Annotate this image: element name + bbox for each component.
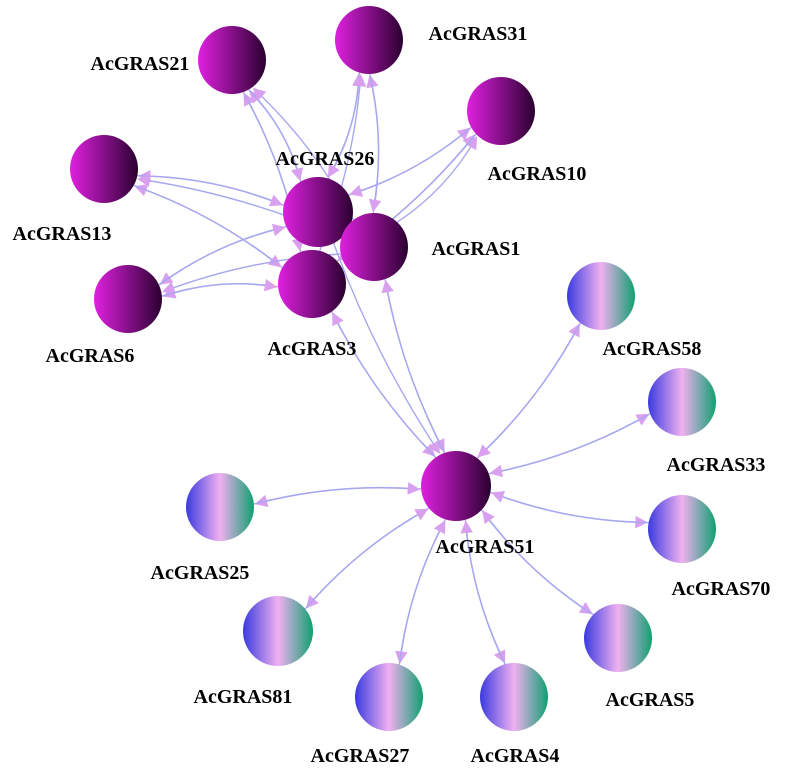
node-label-AcGRAS6: AcGRAS6 [46, 345, 135, 367]
edge-AcGRAS51-to-AcGRAS33 [488, 413, 650, 475]
node-AcGRAS81[interactable] [243, 596, 313, 666]
edge-AcGRAS6-to-AcGRAS26 [158, 223, 286, 286]
node-AcGRAS31[interactable] [335, 6, 403, 74]
node-label-AcGRAS3: AcGRAS3 [268, 338, 357, 360]
edge-AcGRAS31-to-AcGRAS1 [368, 73, 382, 213]
node-AcGRAS27[interactable] [355, 663, 423, 731]
node-label-AcGRAS58: AcGRAS58 [603, 338, 702, 360]
edge-AcGRAS13-to-AcGRAS3 [133, 184, 282, 268]
node-AcGRAS70[interactable] [648, 495, 716, 563]
edge-AcGRAS51-to-AcGRAS5 [480, 509, 593, 615]
node-label-AcGRAS5: AcGRAS5 [606, 689, 695, 711]
nodes [70, 6, 716, 731]
edges [133, 72, 651, 665]
edge-AcGRAS51-to-AcGRAS81 [305, 507, 430, 609]
node-label-AcGRAS33: AcGRAS33 [667, 454, 766, 476]
edge-AcGRAS25-to-AcGRAS51 [253, 482, 421, 505]
edge-AcGRAS13-to-AcGRAS26 [137, 175, 283, 207]
edge-AcGRAS26-to-AcGRAS13 [138, 169, 284, 206]
node-label-AcGRAS4: AcGRAS4 [471, 745, 560, 767]
edge-AcGRAS51-to-AcGRAS3 [332, 312, 437, 458]
edge-AcGRAS58-to-AcGRAS51 [477, 322, 582, 458]
node-label-AcGRAS13: AcGRAS13 [13, 223, 112, 245]
edge-AcGRAS51-to-AcGRAS58 [476, 323, 580, 459]
node-label-AcGRAS26: AcGRAS26 [276, 148, 375, 170]
edge-AcGRAS5-to-AcGRAS51 [482, 510, 594, 616]
edge-AcGRAS70-to-AcGRAS51 [491, 491, 649, 524]
node-AcGRAS25[interactable] [186, 473, 254, 541]
node-AcGRAS51[interactable] [421, 451, 491, 521]
edge-AcGRAS51-to-AcGRAS70 [490, 491, 648, 529]
edge-AcGRAS27-to-AcGRAS51 [398, 520, 446, 665]
node-label-AcGRAS1: AcGRAS1 [432, 238, 521, 260]
node-AcGRAS10[interactable] [467, 77, 535, 145]
edge-AcGRAS6-to-AcGRAS3 [161, 278, 278, 297]
edge-AcGRAS10-to-AcGRAS26 [349, 126, 472, 197]
edge-AcGRAS81-to-AcGRAS51 [304, 508, 429, 610]
edge-AcGRAS4-to-AcGRAS51 [460, 520, 506, 665]
node-label-AcGRAS10: AcGRAS10 [488, 163, 587, 185]
edge-AcGRAS26-to-AcGRAS6 [159, 225, 287, 285]
edge-AcGRAS51-to-AcGRAS1 [381, 279, 446, 454]
edge-AcGRAS26-to-AcGRAS51 [333, 243, 441, 455]
node-label-AcGRAS81: AcGRAS81 [194, 686, 293, 708]
node-AcGRAS3[interactable] [278, 250, 346, 318]
node-AcGRAS5[interactable] [584, 604, 652, 672]
edge-AcGRAS1-to-AcGRAS10 [396, 136, 478, 223]
node-label-AcGRAS70: AcGRAS70 [672, 578, 771, 600]
node-AcGRAS33[interactable] [648, 368, 716, 436]
node-AcGRAS26[interactable] [283, 177, 353, 247]
edge-AcGRAS3-to-AcGRAS51 [331, 311, 436, 457]
node-AcGRAS13[interactable] [70, 135, 138, 203]
node-label-AcGRAS31: AcGRAS31 [429, 23, 528, 45]
node-label-AcGRAS51: AcGRAS51 [436, 536, 535, 558]
node-label-AcGRAS25: AcGRAS25 [151, 562, 250, 584]
node-AcGRAS58[interactable] [567, 262, 635, 330]
edge-AcGRAS1-to-AcGRAS51 [384, 279, 445, 453]
node-AcGRAS6[interactable] [94, 265, 162, 333]
edge-AcGRAS33-to-AcGRAS51 [489, 413, 651, 478]
node-AcGRAS4[interactable] [480, 663, 548, 731]
node-AcGRAS1[interactable] [340, 213, 408, 281]
node-label-AcGRAS21: AcGRAS21 [91, 53, 190, 75]
node-AcGRAS21[interactable] [198, 26, 266, 94]
node-label-AcGRAS27: AcGRAS27 [311, 745, 410, 767]
